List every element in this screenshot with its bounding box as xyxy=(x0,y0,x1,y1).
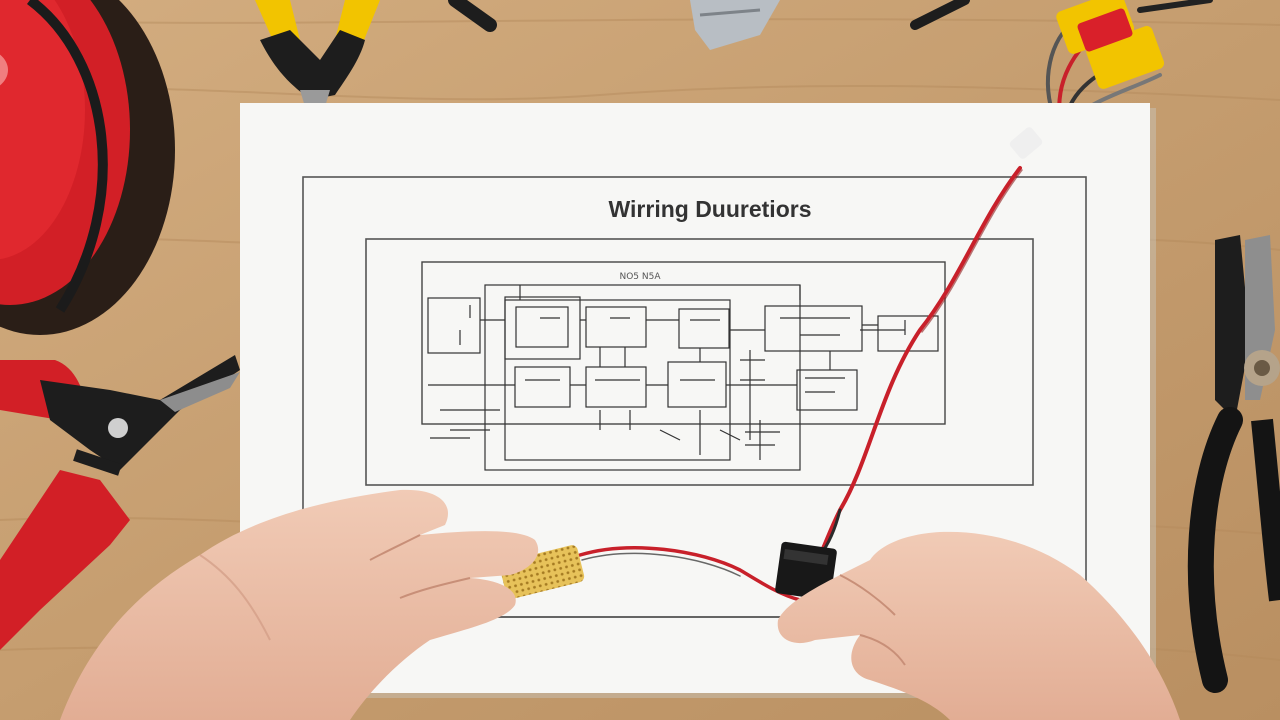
diagram-subtitle: NO5 N5A xyxy=(619,272,661,282)
left-hand xyxy=(60,489,539,720)
silver-tool xyxy=(690,0,970,50)
black-pliers xyxy=(1187,235,1280,693)
right-hand xyxy=(777,531,1180,720)
red-helmet xyxy=(0,0,175,335)
white-wire-clip xyxy=(1009,127,1043,159)
diagram-title: Wirring Duuretiors xyxy=(609,196,812,222)
red-wire-strippers xyxy=(0,355,240,650)
